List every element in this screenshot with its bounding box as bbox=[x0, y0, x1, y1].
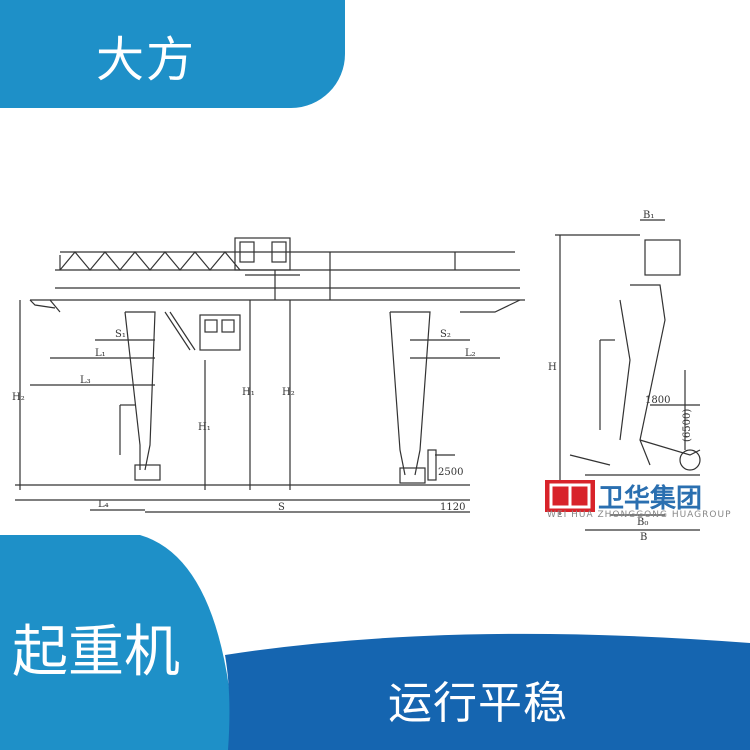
dim-h-side: H bbox=[548, 362, 557, 373]
dim-s: S bbox=[278, 502, 285, 513]
weihua-logo-mark-icon bbox=[545, 480, 595, 512]
footer-right-label: 运行平稳 bbox=[388, 678, 568, 729]
weihua-logo bbox=[545, 480, 725, 520]
brand-label: 大方 bbox=[96, 32, 197, 88]
dim-s2: S₂ bbox=[440, 329, 451, 340]
dim-s1: S₁ bbox=[115, 329, 126, 340]
dim-h1: H₁ bbox=[198, 422, 211, 433]
footer-left-label: 起重机 bbox=[12, 620, 180, 685]
dim-l1: L₁ bbox=[95, 348, 106, 359]
dim-1800: 1800 bbox=[645, 395, 670, 406]
crane-drawing: S₁ L₁ L₃ L₄ H₂ H₁ H₁ H₂ S 2500 1120 S₂ L… bbox=[12, 210, 701, 543]
dim-l3: L₃ bbox=[80, 375, 91, 386]
dim-hr2: H₂ bbox=[282, 387, 295, 398]
dim-2500: 2500 bbox=[438, 467, 463, 478]
logo-chinese-text: 卫华集团 bbox=[598, 484, 703, 514]
dim-h2-left: H₂ bbox=[12, 392, 25, 403]
dim-b1: B₁ bbox=[643, 210, 654, 221]
dim-b0: B₀ bbox=[637, 517, 648, 528]
dim-6500: (6500) bbox=[682, 409, 693, 442]
dim-1120: 1120 bbox=[440, 502, 465, 513]
dim-l2: L₂ bbox=[465, 348, 476, 359]
dim-l4: L₄ bbox=[98, 499, 109, 510]
dim-b: B bbox=[640, 532, 647, 543]
footer-banner bbox=[0, 535, 750, 750]
brand-tab: 大方 bbox=[0, 0, 345, 108]
logo-english-text: WEI HUA ZHONGGONG HUAGROUP bbox=[547, 510, 732, 520]
dim-hr: H₁ bbox=[242, 387, 255, 398]
footer-shapes bbox=[0, 535, 750, 750]
